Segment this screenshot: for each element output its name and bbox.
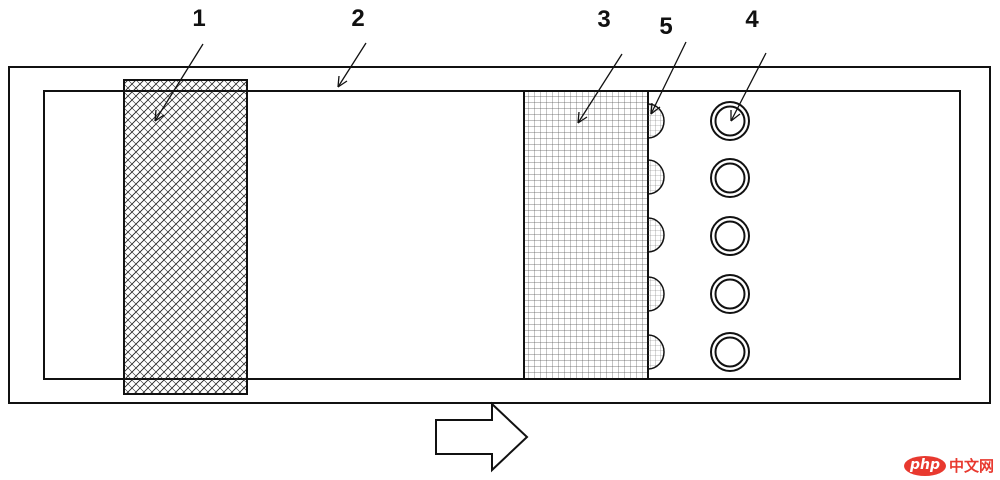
callout-label-5: 5 (659, 13, 672, 40)
ring (710, 274, 750, 314)
bump (647, 276, 665, 312)
callout-label-4: 4 (745, 6, 759, 33)
flow-arrow-icon (435, 401, 529, 473)
watermark: php 中文网 (903, 455, 994, 476)
bump (647, 103, 665, 139)
bump (647, 159, 665, 195)
outer-housing (8, 66, 991, 404)
ring (710, 101, 750, 141)
component-1-block (123, 79, 248, 395)
leader-line-4 (730, 52, 767, 122)
leader-line-2 (337, 42, 367, 88)
watermark-site-name: 中文网 (948, 457, 994, 475)
component-3-block (523, 90, 649, 380)
callout-label-2: 2 (351, 5, 364, 32)
ring (710, 216, 750, 256)
component-5-bumps (647, 103, 665, 370)
callout-label-3: 3 (597, 6, 610, 33)
leader-line-3 (577, 53, 623, 124)
ring (710, 158, 750, 198)
bump (647, 334, 665, 370)
leader-line-5 (650, 41, 687, 115)
bump (647, 217, 665, 253)
leader-line-1 (154, 43, 204, 122)
watermark-logo: php (903, 455, 946, 476)
inner-channel (43, 90, 961, 380)
callout-label-1: 1 (192, 5, 205, 32)
component-4-rings (710, 101, 750, 372)
ring (710, 332, 750, 372)
